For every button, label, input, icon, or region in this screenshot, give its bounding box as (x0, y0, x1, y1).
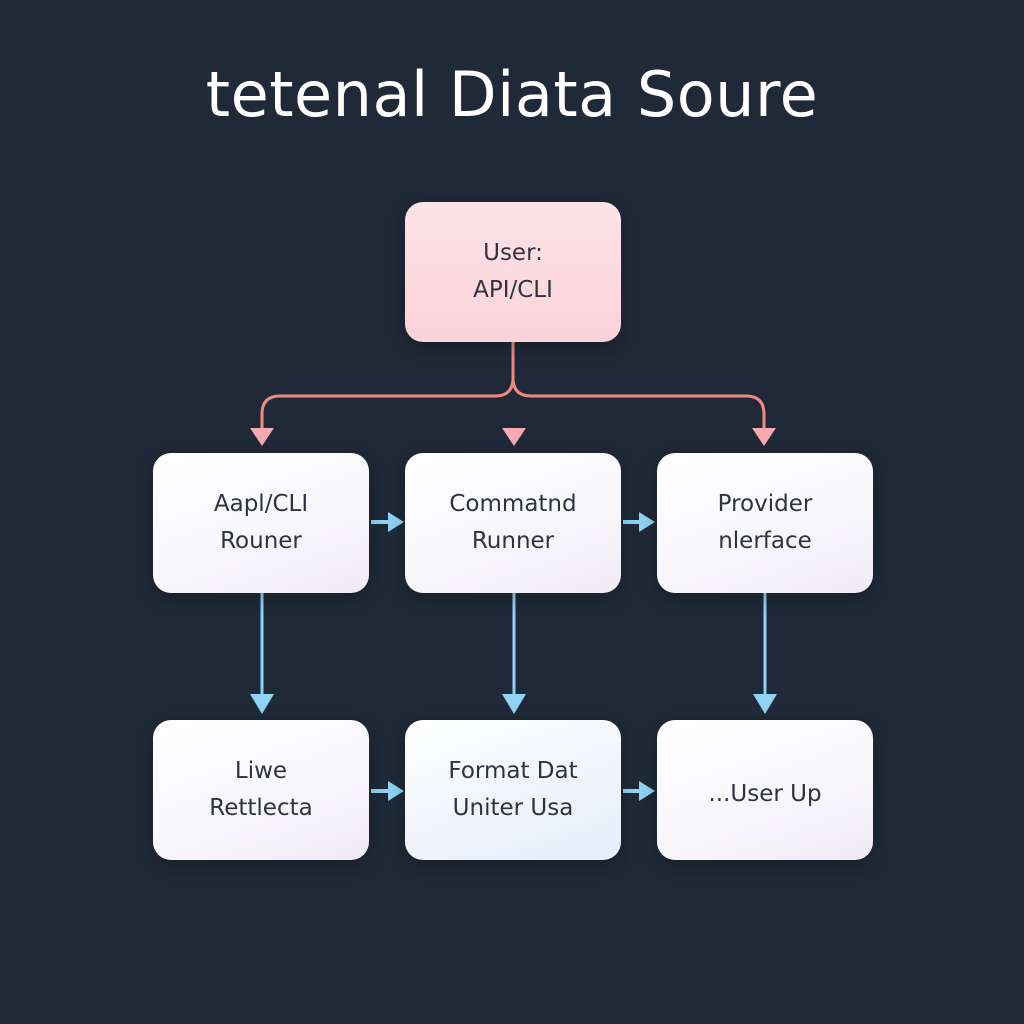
arrow-api-runner-to-command-runner (371, 512, 404, 532)
arrowhead-to-command-runner (502, 428, 526, 446)
diagram-title: tetenal Diata Soure (205, 58, 819, 131)
node-live-reflect: Liwe Rettlecta (153, 720, 369, 860)
arrow-format-data-to-user-up (623, 781, 655, 801)
pink-branch-connector (260, 342, 766, 430)
arrowhead-to-api-runner (250, 428, 274, 446)
node-api-cli-runner: Aapl/CLI Rouner (153, 453, 369, 593)
arrowhead-to-provider-interface (752, 428, 776, 446)
node-label-line1: Liwe (234, 758, 288, 784)
arrow-api-runner-to-live-reflect (250, 592, 274, 714)
arrow-command-runner-to-format-data (502, 592, 526, 714)
node-label-line2: Rouner (220, 528, 302, 554)
node-label-line2: nlerface (718, 528, 812, 554)
node-command-runner: Commatnd Runner (405, 453, 621, 593)
node-label-line1: Provider (717, 491, 813, 517)
arrow-live-reflect-to-format-data (371, 781, 404, 801)
node-label-line1: Format Dat (448, 758, 578, 784)
node-label-line2: Rettlecta (209, 795, 313, 821)
node-label-line2: API/CLI (473, 277, 553, 303)
node-label-line2: Runner (471, 528, 555, 554)
node-label-line1: Aapl/CLI (213, 491, 309, 517)
node-provider-interface: Provider nlerface (657, 453, 873, 593)
arrow-command-runner-to-provider-interface (623, 512, 655, 532)
node-user-up: ...User Up (657, 720, 873, 860)
node-user-api-cli: User: API/CLI (405, 202, 621, 342)
node-label-line1: ...User Up (708, 780, 822, 807)
node-label-line1: Commatnd (449, 491, 577, 517)
node-format-data: Format Dat Uniter Usa (405, 720, 621, 860)
node-label-line2: Uniter Usa (452, 795, 574, 821)
node-label-line1: User: (483, 240, 543, 266)
arrow-provider-interface-to-user-up (753, 592, 777, 714)
